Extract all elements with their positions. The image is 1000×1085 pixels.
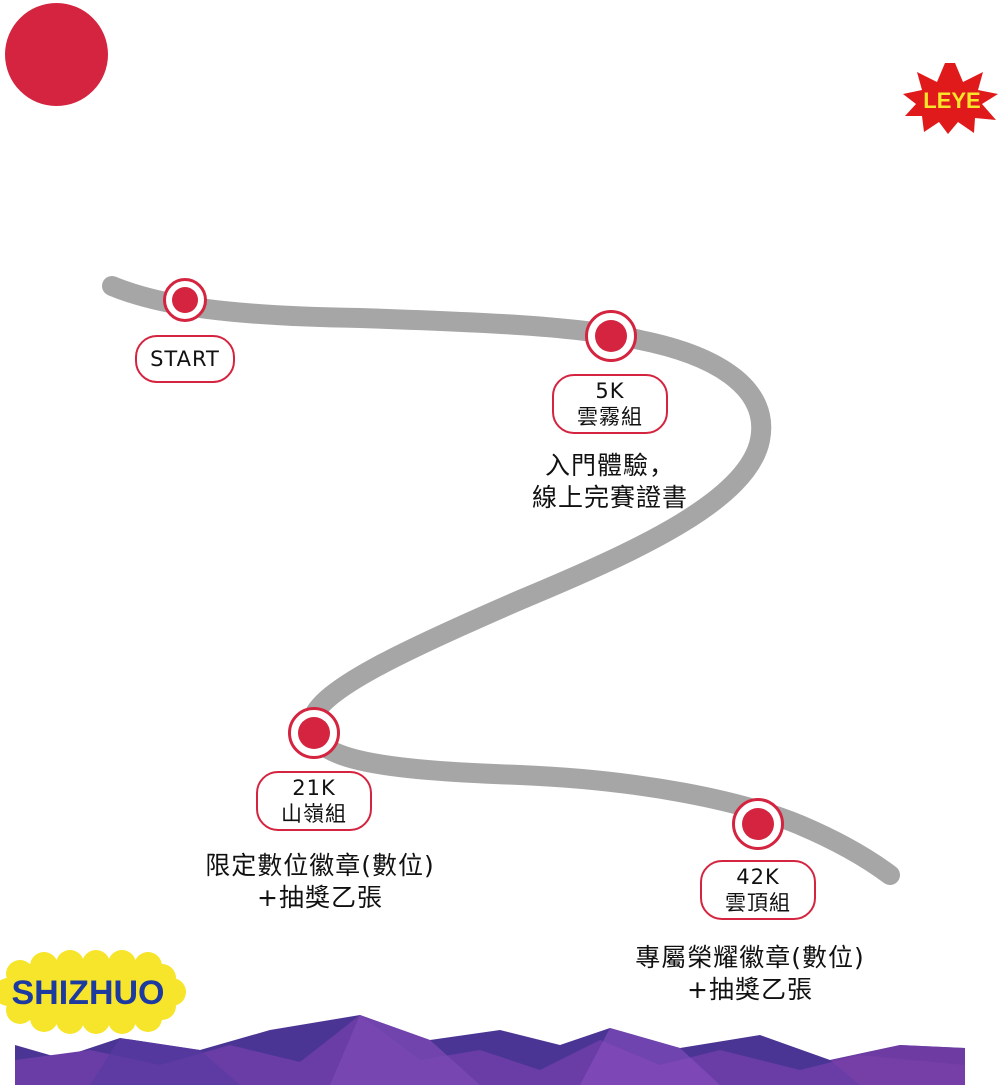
- shizhuo-badge-shape: [0, 950, 186, 1034]
- red-sun-decoration: [5, 3, 108, 106]
- checkpoint-21k-label: 21K 山嶺組: [256, 771, 372, 831]
- checkpoint-42k-reward-line1: 專屬榮耀徽章(數位): [635, 943, 865, 972]
- checkpoint-marker-5k: [585, 310, 637, 362]
- checkpoint-21k-distance: 21K: [292, 776, 336, 800]
- checkpoint-21k-group: 山嶺組: [281, 802, 347, 826]
- leye-logo-text: LEYE: [923, 88, 980, 113]
- checkpoint-42k-reward: 專屬榮耀徽章(數位) +抽獎乙張: [600, 942, 900, 1006]
- route-path: [102, 276, 900, 885]
- shizhuo-logo: SHIZHUO: [0, 958, 176, 1028]
- shizhuo-logo-text: SHIZHUO: [11, 974, 165, 1012]
- checkpoint-5k-distance: 5K: [595, 379, 625, 403]
- checkpoint-42k-reward-line2: +抽獎乙張: [687, 975, 813, 1004]
- start-label: START: [135, 335, 235, 383]
- checkpoint-42k-distance: 42K: [736, 865, 780, 889]
- checkpoint-42k-group: 雲頂組: [725, 891, 791, 915]
- checkpoint-5k-label: 5K 雲霧組: [552, 374, 668, 434]
- checkpoint-marker-start: [163, 278, 207, 322]
- checkpoint-5k-reward-line1: 入門體驗，: [544, 451, 675, 480]
- checkpoint-21k-reward-line2: +抽獎乙張: [257, 883, 383, 912]
- leye-logo: [903, 63, 998, 134]
- checkpoint-21k-reward-line1: 限定數位徽章(數位): [205, 851, 435, 880]
- checkpoint-21k-reward: 限定數位徽章(數位) +抽獎乙張: [175, 850, 465, 914]
- checkpoint-5k-group: 雲霧組: [577, 405, 643, 429]
- start-label-text: START: [150, 347, 220, 371]
- mountains-illustration: [15, 1015, 965, 1085]
- checkpoint-5k-reward: 入門體驗， 線上完賽證書: [500, 450, 720, 514]
- checkpoint-marker-21k: [288, 707, 340, 759]
- checkpoint-marker-42k: [732, 798, 784, 850]
- checkpoint-5k-reward-line2: 線上完賽證書: [531, 483, 688, 512]
- checkpoint-42k-label: 42K 雲頂組: [700, 860, 816, 920]
